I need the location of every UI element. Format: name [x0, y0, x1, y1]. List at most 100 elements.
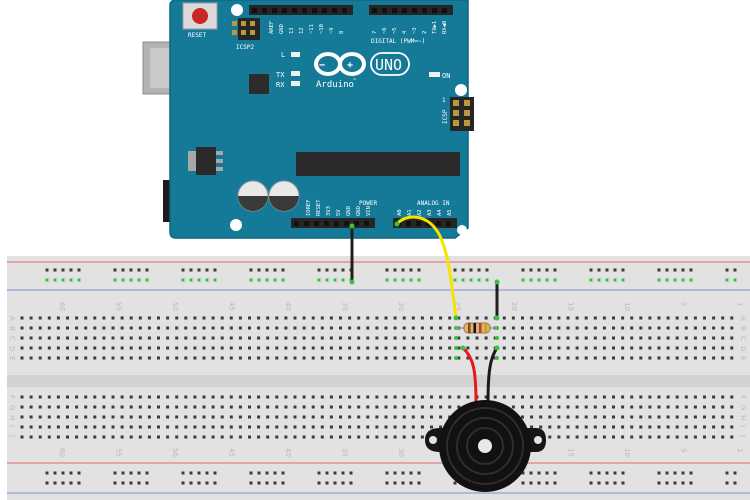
terminal-hole[interactable] [439, 316, 443, 320]
digital-pin[interactable] [272, 8, 277, 13]
terminal-hole[interactable] [157, 326, 160, 330]
rail-hole[interactable] [129, 481, 133, 485]
rail-hole[interactable] [333, 471, 337, 475]
terminal-hole[interactable] [293, 435, 297, 439]
terminal-hole[interactable] [712, 395, 716, 399]
terminal-hole[interactable] [712, 316, 716, 320]
terminal-hole[interactable] [457, 405, 461, 409]
terminal-hole[interactable] [612, 346, 615, 350]
terminal-hole[interactable] [430, 356, 433, 360]
terminal-hole[interactable] [393, 395, 397, 399]
terminal-hole[interactable] [248, 336, 251, 340]
terminal-hole[interactable] [675, 405, 679, 409]
terminal-hole[interactable] [211, 435, 215, 439]
terminal-hole[interactable] [257, 316, 261, 320]
terminal-hole[interactable] [357, 415, 361, 419]
terminal-hole[interactable] [366, 316, 370, 320]
terminal-hole[interactable] [75, 425, 79, 429]
terminal-hole[interactable] [66, 316, 69, 320]
terminal-hole[interactable] [193, 346, 197, 350]
terminal-hole[interactable] [648, 336, 652, 340]
buzzer-negative-lead[interactable] [486, 345, 500, 405]
terminal-hole[interactable] [703, 316, 706, 320]
rail-hole[interactable] [145, 481, 149, 485]
rail-hole[interactable] [257, 481, 261, 485]
rail-hole[interactable] [333, 481, 337, 485]
terminal-hole[interactable] [666, 326, 670, 330]
terminal-hole[interactable] [84, 316, 88, 320]
rail-hole[interactable] [477, 268, 481, 272]
rail-hole[interactable] [485, 268, 489, 272]
terminal-hole[interactable] [730, 435, 734, 439]
terminal-hole[interactable] [411, 336, 415, 340]
terminal-hole[interactable] [557, 415, 561, 419]
terminal-hole[interactable] [120, 326, 124, 330]
terminal-hole[interactable] [111, 415, 115, 419]
terminal-hole[interactable] [266, 415, 270, 419]
digital-pin[interactable] [332, 8, 337, 13]
terminal-hole[interactable] [430, 336, 433, 340]
terminal-hole[interactable] [339, 336, 342, 340]
terminal-hole[interactable] [75, 415, 79, 419]
digital-pin[interactable] [442, 8, 447, 13]
terminal-hole[interactable] [575, 336, 579, 340]
terminal-hole[interactable] [530, 395, 534, 399]
terminal-hole[interactable] [420, 336, 424, 340]
terminal-hole[interactable] [339, 435, 342, 439]
digital-pin[interactable] [402, 8, 407, 13]
terminal-hole[interactable] [657, 326, 661, 330]
terminal-hole[interactable] [521, 346, 524, 350]
rail-hole[interactable] [121, 268, 125, 272]
terminal-hole[interactable] [111, 336, 115, 340]
rail-hole[interactable] [469, 268, 473, 272]
terminal-hole[interactable] [193, 326, 197, 330]
terminal-hole[interactable] [38, 326, 42, 330]
rail-hole[interactable] [477, 278, 481, 282]
digital-pin[interactable] [342, 8, 347, 13]
terminal-hole[interactable] [366, 425, 370, 429]
rail-hole[interactable] [589, 268, 593, 272]
terminal-hole[interactable] [457, 356, 461, 360]
terminal-hole[interactable] [457, 346, 461, 350]
terminal-hole[interactable] [102, 415, 106, 419]
rail-hole[interactable] [181, 481, 185, 485]
terminal-hole[interactable] [375, 395, 379, 399]
rail-hole[interactable] [613, 471, 617, 475]
terminal-hole[interactable] [593, 336, 597, 340]
terminal-hole[interactable] [693, 326, 697, 330]
terminal-hole[interactable] [566, 316, 570, 320]
terminal-hole[interactable] [157, 415, 160, 419]
terminal-hole[interactable] [229, 326, 233, 330]
terminal-hole[interactable] [548, 415, 552, 419]
terminal-hole[interactable] [211, 326, 215, 330]
buzzer-positive-lead[interactable] [460, 345, 478, 405]
terminal-hole[interactable] [175, 435, 179, 439]
terminal-hole[interactable] [257, 356, 261, 360]
terminal-hole[interactable] [320, 405, 324, 409]
terminal-hole[interactable] [630, 336, 634, 340]
terminal-hole[interactable] [648, 326, 652, 330]
terminal-hole[interactable] [311, 405, 315, 409]
terminal-hole[interactable] [675, 425, 679, 429]
terminal-hole[interactable] [166, 356, 170, 360]
rail-hole[interactable] [137, 268, 141, 272]
rail-hole[interactable] [213, 268, 217, 272]
rail-hole[interactable] [417, 268, 421, 272]
rail-hole[interactable] [393, 278, 397, 282]
terminal-hole[interactable] [84, 336, 88, 340]
rail-hole[interactable] [189, 481, 193, 485]
terminal-hole[interactable] [384, 435, 388, 439]
analog-pin[interactable] [446, 221, 451, 226]
terminal-hole[interactable] [275, 346, 279, 350]
terminal-hole[interactable] [693, 415, 697, 419]
terminal-hole[interactable] [56, 415, 60, 419]
terminal-hole[interactable] [29, 336, 33, 340]
terminal-hole[interactable] [311, 395, 315, 399]
terminal-hole[interactable] [339, 425, 342, 429]
terminal-hole[interactable] [430, 405, 433, 409]
rail-hole[interactable] [181, 278, 185, 282]
terminal-hole[interactable] [630, 346, 634, 350]
rail-hole[interactable] [673, 278, 677, 282]
terminal-hole[interactable] [657, 316, 661, 320]
terminal-hole[interactable] [684, 316, 688, 320]
